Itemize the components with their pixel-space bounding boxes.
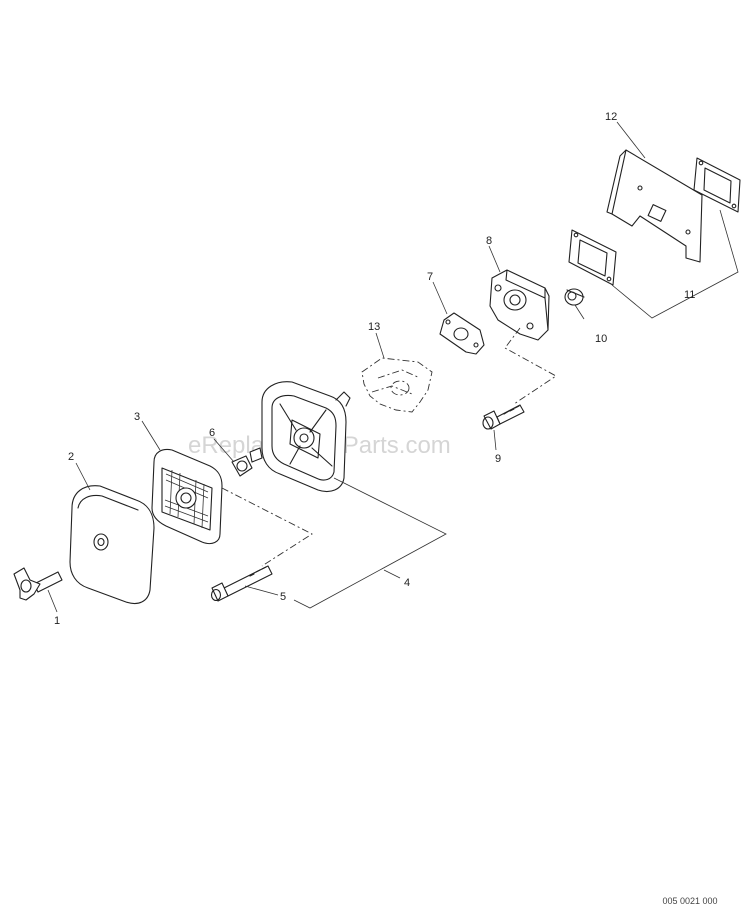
callout-7[interactable]: 7 <box>427 271 433 283</box>
carburetor-icon[interactable] <box>361 357 433 413</box>
air-filter-cover-icon[interactable] <box>69 485 155 605</box>
callout-6[interactable]: 6 <box>209 427 215 439</box>
gasket-small-icon[interactable] <box>439 312 485 355</box>
callout-11[interactable]: 11 <box>684 289 695 301</box>
callout-5[interactable]: 5 <box>280 591 286 603</box>
heat-shield-plate-icon[interactable] <box>606 149 703 263</box>
callout-2[interactable]: 2 <box>68 451 74 463</box>
callout-8[interactable]: 8 <box>486 235 492 247</box>
air-cleaner-base-icon[interactable] <box>261 381 351 493</box>
assembly-lines <box>221 327 557 567</box>
callout-4[interactable]: 4 <box>404 577 410 589</box>
callout-9[interactable]: 9 <box>495 453 501 465</box>
callout-1[interactable]: 1 <box>54 615 60 627</box>
long-bolt-icon[interactable] <box>210 565 273 602</box>
callout-13[interactable]: 13 <box>368 321 380 333</box>
gasket-lower-icon[interactable] <box>568 229 617 286</box>
insulator-icon[interactable] <box>489 269 550 341</box>
wing-bolt-icon[interactable] <box>13 567 63 601</box>
gasket-upper-icon[interactable] <box>693 157 741 213</box>
callout-12[interactable]: 12 <box>605 111 617 123</box>
bolt-icon[interactable] <box>482 404 525 430</box>
callout-10[interactable]: 10 <box>595 333 607 345</box>
choke-lever-icon[interactable] <box>231 447 263 477</box>
leader-lines <box>47 121 739 613</box>
diagram-code: 005 0021 000 <box>662 896 717 906</box>
air-filter-element-icon[interactable] <box>151 448 223 545</box>
callout-3[interactable]: 3 <box>134 411 140 423</box>
nut-icon[interactable] <box>564 288 585 306</box>
callout-labels: 12 8 7 13 10 11 9 6 3 2 4 5 1 <box>54 111 695 627</box>
